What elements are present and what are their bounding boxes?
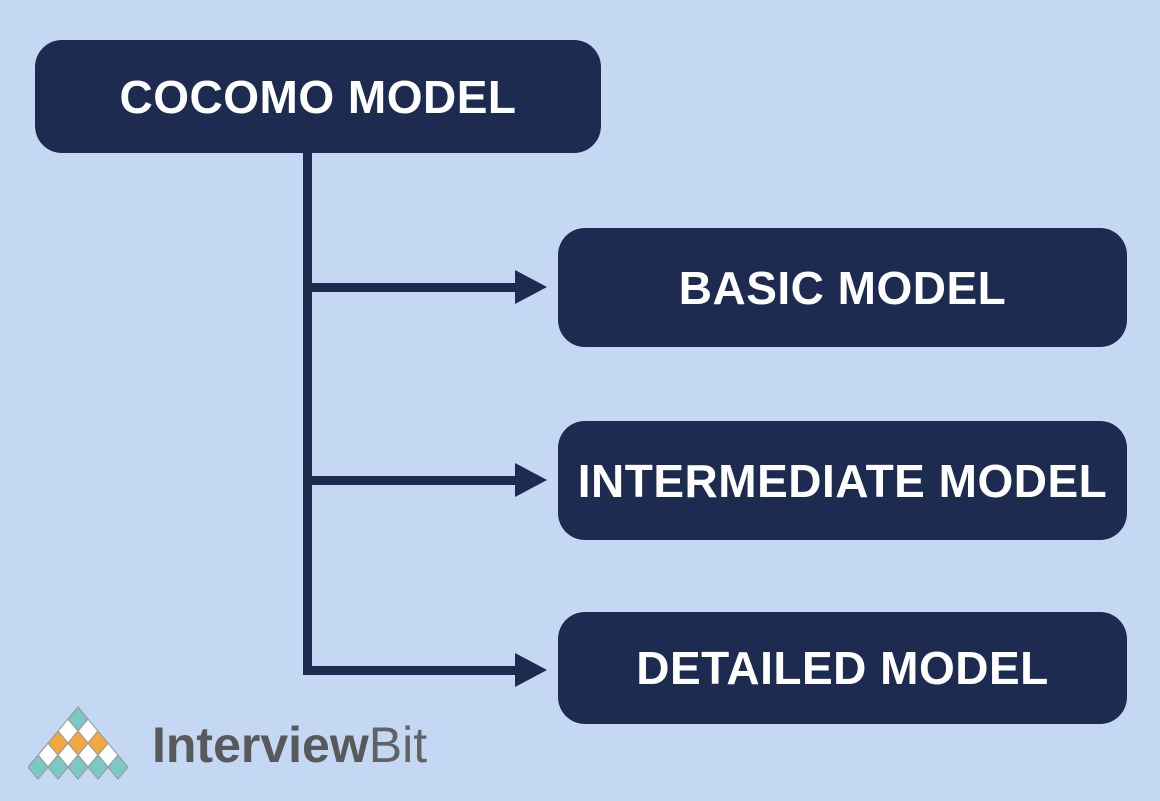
arrow-right-icon xyxy=(515,270,547,304)
connector-branch-detailed xyxy=(303,653,547,687)
node-label: BASIC MODEL xyxy=(678,261,1007,314)
interviewbit-pyramid-icon xyxy=(28,706,128,781)
arrow-right-icon xyxy=(515,653,547,687)
node-cocomo-model: COCOMO MODEL xyxy=(35,40,601,153)
node-detailed-model: DETAILED MODEL xyxy=(558,612,1127,724)
node-basic-model: BASIC MODEL xyxy=(558,228,1127,347)
pyramid-diamond-teal xyxy=(107,754,128,781)
arrow-right-icon xyxy=(515,463,547,497)
pyramid-diamond-teal xyxy=(67,754,89,781)
pyramid-diamond-teal xyxy=(87,754,109,781)
connector-line xyxy=(303,475,515,485)
connector-branch-basic xyxy=(303,270,547,304)
logo-text-interview: Interview xyxy=(152,717,369,773)
connector-trunk xyxy=(303,153,312,672)
node-intermediate-model: INTERMEDIATE MODEL xyxy=(558,421,1127,540)
connector-line xyxy=(303,282,515,292)
connector-line xyxy=(303,665,515,675)
pyramid-diamond-teal xyxy=(47,754,69,781)
pyramid-diamond-teal xyxy=(28,754,49,781)
node-label: COCOMO MODEL xyxy=(119,70,517,123)
node-label: INTERMEDIATE MODEL xyxy=(577,454,1108,507)
interviewbit-logo: InterviewBit xyxy=(28,706,427,784)
interviewbit-wordmark: InterviewBit xyxy=(152,706,427,784)
node-label: DETAILED MODEL xyxy=(636,642,1049,694)
connector-branch-intermediate xyxy=(303,463,547,497)
logo-text-bit: Bit xyxy=(368,717,428,773)
